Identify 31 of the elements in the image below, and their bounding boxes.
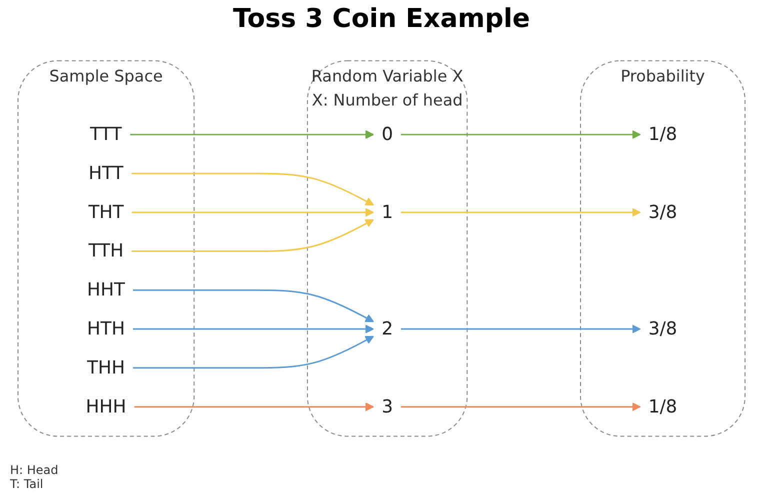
- arrow: [132, 219, 374, 252]
- key-note: T: Tail: [10, 477, 44, 491]
- diagram-title: Toss 3 Coin Example: [232, 4, 530, 34]
- node-text: 2: [382, 318, 394, 340]
- node-text: THH: [87, 357, 126, 378]
- node-text: HHT: [87, 280, 126, 301]
- arrow: [133, 324, 374, 334]
- node-text: 3/8: [648, 318, 678, 340]
- arrow: [133, 336, 374, 369]
- node-text: TTH: [88, 240, 124, 262]
- arrow: [401, 208, 641, 217]
- arrow: [132, 208, 374, 217]
- node-text: HHH: [86, 396, 126, 418]
- node-text: 3: [382, 396, 394, 418]
- node-text: 3/8: [648, 202, 678, 223]
- node-text: HTH: [87, 318, 126, 340]
- node-text: THT: [88, 202, 124, 223]
- arrow: [130, 130, 374, 139]
- node-text: 1: [382, 202, 394, 223]
- key-note: H: Head: [10, 463, 58, 477]
- arrow: [132, 172, 374, 206]
- node-text: 1/8: [648, 124, 678, 146]
- arrow: [134, 402, 374, 412]
- node-text: TTT: [90, 124, 122, 146]
- arrow: [401, 324, 641, 334]
- arrow: [401, 402, 641, 412]
- node-text: 1/8: [648, 396, 678, 418]
- node-text: 0: [382, 124, 394, 146]
- arrow: [133, 289, 374, 322]
- node-text: HTT: [88, 162, 124, 184]
- arrow: [401, 130, 641, 139]
